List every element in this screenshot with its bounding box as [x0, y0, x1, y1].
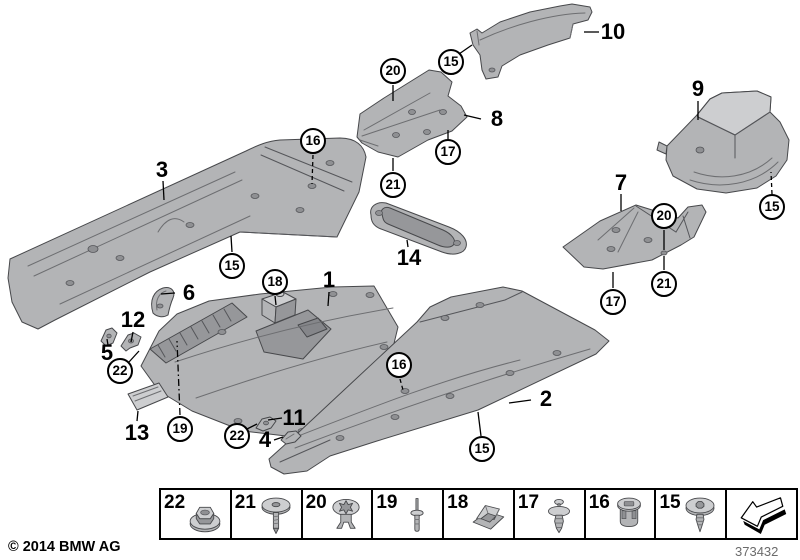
callout-1[interactable]: 1 [322, 267, 336, 292]
callout-14[interactable]: 14 [396, 245, 422, 270]
part-13-pad[interactable] [127, 382, 169, 411]
part-7-panel[interactable] [562, 204, 707, 270]
legend-item-20[interactable]: 20 [302, 490, 374, 538]
callout-21[interactable]: 21 [380, 172, 406, 198]
legend-item-17[interactable]: 17 [514, 490, 586, 538]
legend-item-number: 19 [376, 492, 398, 513]
speed-nut-clip-icon [465, 495, 511, 537]
callout-11[interactable]: 11 [282, 405, 306, 430]
blind-rivet-icon [394, 495, 440, 537]
callout-17[interactable]: 17 [600, 289, 626, 315]
torx-washer-screw-icon [677, 495, 723, 537]
legend-item-number: 21 [234, 492, 256, 513]
legend-item-19[interactable]: 19 [373, 490, 445, 538]
legend-item-number: 20 [305, 492, 327, 513]
washer-head-screw-icon [253, 495, 299, 537]
callout-22[interactable]: 22 [107, 358, 133, 384]
part-11-clip[interactable] [255, 416, 277, 432]
callout-17[interactable]: 17 [435, 139, 461, 165]
diagram-number: 373432 [735, 544, 779, 559]
callout-10[interactable]: 10 [600, 19, 626, 44]
legend-item-number: 22 [164, 492, 186, 513]
callout-16[interactable]: 16 [386, 352, 412, 378]
callout-15[interactable]: 15 [469, 436, 495, 462]
callout-15[interactable]: 15 [219, 253, 245, 279]
callout-13[interactable]: 13 [124, 420, 150, 445]
legend-item-15[interactable]: 15 [656, 490, 728, 538]
callout-6[interactable]: 6 [182, 280, 196, 305]
callout-12[interactable]: 12 [120, 307, 146, 332]
part-5-bracket[interactable] [100, 327, 118, 347]
legend-item-22[interactable]: 22 [161, 490, 232, 538]
part-6-bracket[interactable] [151, 287, 175, 318]
part-8-panel[interactable] [356, 69, 468, 158]
callout-16[interactable]: 16 [300, 128, 326, 154]
leader-lines [106, 31, 773, 441]
expanding-rivet-icon [536, 495, 582, 537]
callout-9[interactable]: 9 [691, 76, 705, 101]
direction-arrow-cell [727, 490, 797, 538]
callout-15[interactable]: 15 [759, 194, 785, 220]
callout-19[interactable]: 19 [167, 416, 193, 442]
callout-20[interactable]: 20 [380, 58, 406, 84]
direction-arrow-icon [733, 494, 791, 534]
part-9-panel[interactable] [656, 90, 790, 194]
hex-flange-nut-icon [182, 495, 228, 537]
callout-8[interactable]: 8 [490, 106, 504, 131]
copyright: © 2014 BMW AG [8, 539, 121, 555]
callout-5[interactable]: 5 [100, 340, 114, 365]
part-4-clip[interactable] [280, 430, 302, 445]
callout-15[interactable]: 15 [438, 49, 464, 75]
callout-20[interactable]: 20 [651, 203, 677, 229]
callout-2[interactable]: 2 [539, 386, 553, 411]
expansion-rivet-icon [323, 495, 369, 537]
part-2-panel[interactable] [268, 286, 610, 475]
callout-21[interactable]: 21 [651, 271, 677, 297]
callout-7[interactable]: 7 [614, 170, 628, 195]
fastener-legend: 22 21 20 19 18 17 16 15 [159, 488, 798, 540]
legend-item-16[interactable]: 16 [585, 490, 657, 538]
callout-4[interactable]: 4 [258, 427, 272, 452]
legend-item-21[interactable]: 21 [231, 490, 303, 538]
part-14-panel[interactable] [370, 202, 467, 255]
legend-item-number: 17 [517, 492, 540, 513]
legend-item-number: 18 [447, 492, 469, 513]
legend-item-18[interactable]: 18 [444, 490, 515, 538]
legend-item-number: 16 [588, 492, 610, 513]
legend-item-number: 15 [659, 492, 681, 513]
callout-18[interactable]: 18 [262, 269, 288, 295]
callout-3[interactable]: 3 [155, 157, 169, 182]
part-10-panel[interactable] [469, 3, 593, 80]
threaded-insert-icon [606, 495, 652, 537]
part-3-panel[interactable] [7, 137, 367, 330]
callout-22[interactable]: 22 [224, 423, 250, 449]
